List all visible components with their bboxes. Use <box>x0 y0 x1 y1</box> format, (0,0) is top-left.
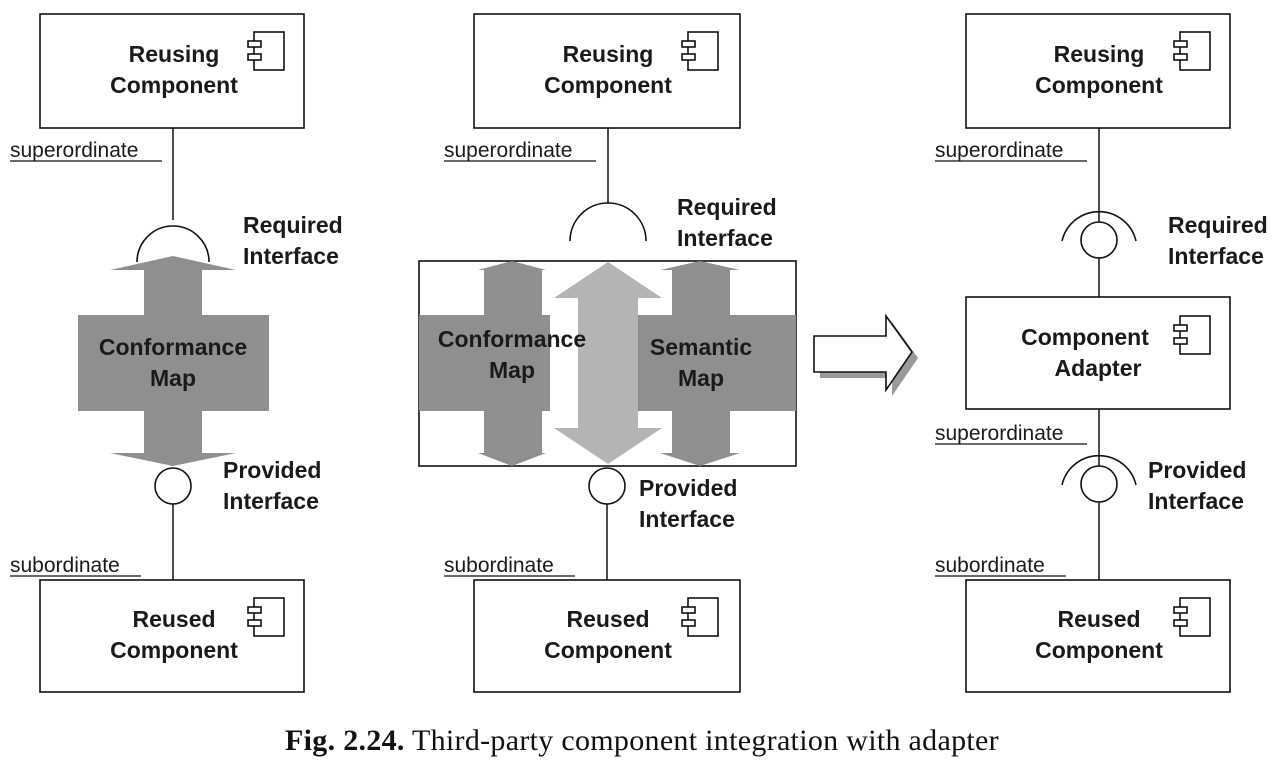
reused-component-box: Reused Component <box>39 579 305 693</box>
required-interface-label-1: Required <box>1168 212 1268 238</box>
reused-component-label-2: Component <box>544 637 672 663</box>
semantic-map-label-1: Semantic <box>650 334 752 360</box>
required-interface-label-1: Required <box>243 212 343 238</box>
required-interface-socket <box>136 225 210 263</box>
conformance-map-label-2: Map <box>489 357 535 383</box>
reusing-component-box: Reusing Component <box>39 13 305 129</box>
provided-interface-label-2: Interface <box>223 488 319 514</box>
conformance-map-arrow <box>78 256 269 466</box>
reused-component-label-2: Component <box>110 637 238 663</box>
required-interface-label-2: Interface <box>243 243 339 269</box>
conformance-map-arrow <box>419 261 550 466</box>
required-interface-socket <box>1061 210 1137 242</box>
conformance-map-label-1: Conformance <box>438 326 586 352</box>
component-icon <box>247 597 285 637</box>
semantic-map-arrow <box>630 261 796 466</box>
reused-component-label-1: Reused <box>132 606 215 632</box>
reusing-component-box: Reusing Component <box>473 13 741 129</box>
reused-component-label-1: Reused <box>566 606 649 632</box>
component-adapter-box: Component Adapter <box>965 296 1231 410</box>
provided-interface-ball <box>154 467 192 505</box>
provided-interface-label-2: Interface <box>1148 488 1244 514</box>
required-interface-ball <box>1080 221 1118 259</box>
panel-middle: Reusing Component superordinate Required… <box>418 13 797 693</box>
component-icon <box>1173 31 1211 71</box>
transition-arrow-icon <box>813 313 918 396</box>
reused-component-box: Reused Component <box>473 579 741 693</box>
provided-interface-ball <box>588 467 626 505</box>
conformance-map-label-1: Conformance <box>99 334 247 360</box>
component-icon <box>681 31 719 71</box>
caption-text: Third-party component integration with a… <box>411 724 999 757</box>
provided-interface-label-1: Provided <box>639 475 737 501</box>
required-interface-socket <box>569 202 647 242</box>
reusing-component-box: Reusing Component <box>965 13 1231 129</box>
component-icon <box>1173 597 1211 637</box>
component-adapter-label-1: Component <box>1021 324 1149 350</box>
figure-caption: Fig. 2.24. Third-party component integra… <box>0 724 1284 758</box>
reusing-component-label-2: Component <box>1035 72 1163 98</box>
reusing-component-label-1: Reusing <box>129 41 220 67</box>
superordinate-label: superordinate <box>444 139 572 162</box>
reusing-component-label-1: Reusing <box>563 41 654 67</box>
component-icon <box>1173 315 1211 355</box>
required-interface-label-2: Interface <box>1168 243 1264 269</box>
provided-interface-ball <box>1080 465 1118 503</box>
component-icon <box>681 597 719 637</box>
component-icon <box>247 31 285 71</box>
subordinate-label: subordinate <box>935 554 1045 577</box>
required-interface-label-2: Interface <box>677 225 773 251</box>
reusing-component-label-1: Reusing <box>1054 41 1145 67</box>
superordinate-label: superordinate <box>935 139 1063 162</box>
provided-interface-label-1: Provided <box>223 457 321 483</box>
reused-component-box: Reused Component <box>965 579 1231 693</box>
reused-component-label-1: Reused <box>1057 606 1140 632</box>
panel-right: Reusing Component superordinate Required… <box>935 13 1268 693</box>
integration-diagram: Reusing Component superordinate Conforma… <box>10 13 1268 693</box>
required-interface-label-1: Required <box>677 194 777 220</box>
conformance-map-label-2: Map <box>150 365 196 391</box>
provided-interface-socket <box>1061 454 1137 486</box>
subordinate-label: subordinate <box>444 554 554 577</box>
panel-left: Reusing Component superordinate Conforma… <box>10 13 343 693</box>
provided-interface-label-2: Interface <box>639 506 735 532</box>
subordinate-label: subordinate <box>10 554 120 577</box>
provided-interface-label-1: Provided <box>1148 457 1246 483</box>
caption-prefix: Fig. 2.24. <box>285 724 405 757</box>
semantic-map-label-2: Map <box>678 365 724 391</box>
integration-arrow <box>554 262 662 464</box>
reusing-component-label-2: Component <box>544 72 672 98</box>
component-adapter-label-2: Adapter <box>1055 355 1142 381</box>
superordinate-label: superordinate <box>935 422 1063 445</box>
reusing-component-label-2: Component <box>110 72 238 98</box>
superordinate-label: superordinate <box>10 139 138 162</box>
reused-component-label-2: Component <box>1035 637 1163 663</box>
